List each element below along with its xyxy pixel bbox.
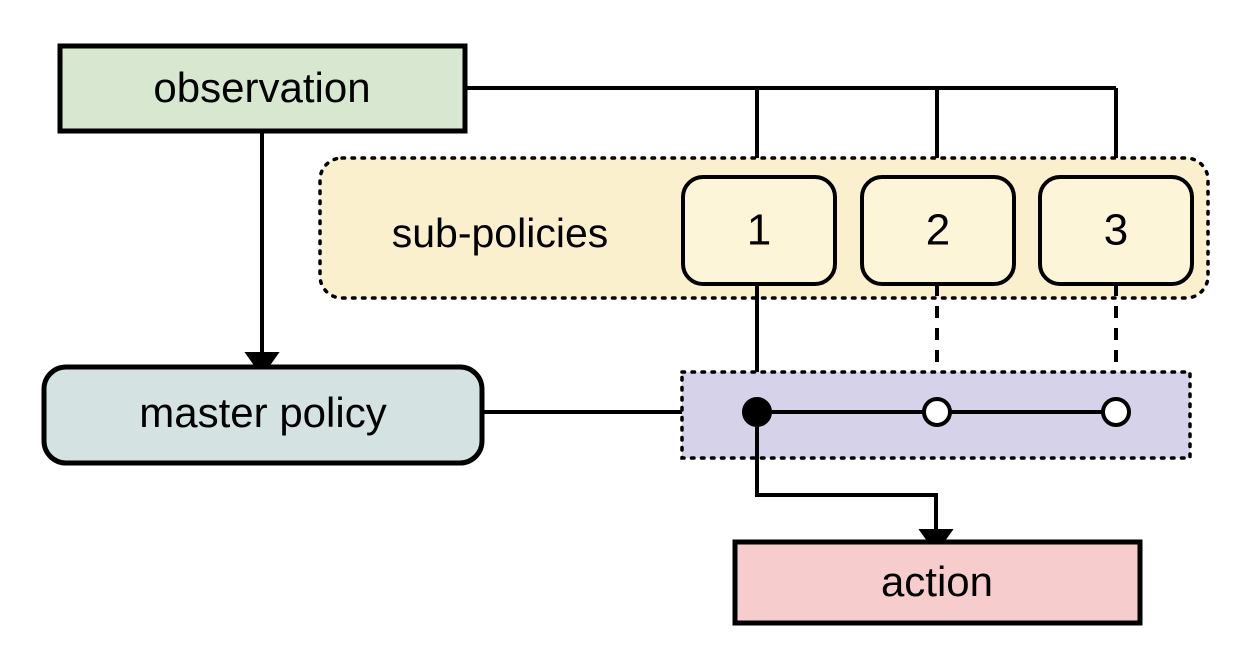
subpolicy-3[interactable]: 3 (1038, 175, 1194, 286)
action-box (732, 539, 1143, 626)
subpolicy-2-label: 2 (926, 206, 950, 255)
action-node: action (732, 539, 1143, 626)
observation-box (57, 43, 468, 134)
subpolicy-2[interactable]: 2 (860, 175, 1016, 286)
master-policy-box (41, 364, 485, 466)
subpolicy-1[interactable]: 1 (681, 175, 837, 286)
action-label: action (881, 558, 993, 605)
master-policy-node: master policy (41, 364, 485, 466)
selector-panel[interactable] (680, 370, 1192, 460)
subpolicies-group-label: sub-policies (392, 210, 609, 256)
subpolicy-1-label: 1 (747, 206, 771, 255)
selector-option-2-inactive[interactable] (922, 397, 952, 427)
edge-group-observation-fanout (244, 86, 1134, 377)
edge-selector-to-action (755, 412, 954, 554)
master-policy-label: master policy (139, 389, 386, 436)
selector-option-3-inactive[interactable] (1101, 397, 1131, 427)
observation-node: observation (57, 43, 468, 134)
subpolicy-3-label: 3 (1104, 206, 1128, 255)
observation-label: observation (153, 64, 370, 111)
